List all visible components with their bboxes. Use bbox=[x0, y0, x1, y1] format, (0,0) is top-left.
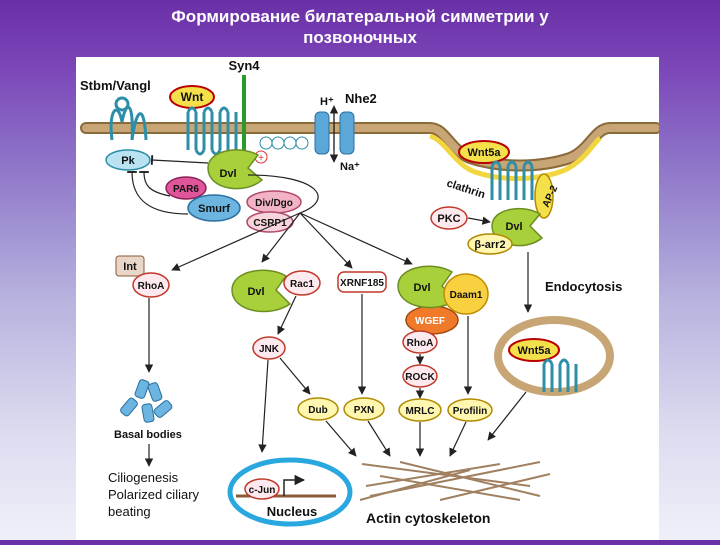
cilio-line-2: Polarized ciliary bbox=[108, 487, 200, 502]
rac1-label: Rac1 bbox=[290, 279, 314, 290]
wnt5a-top-node bbox=[458, 140, 510, 164]
hub-to-dvl-rac bbox=[261, 212, 301, 263]
title-line-1: Формирование билатеральной симметрии у bbox=[171, 7, 549, 26]
diagram-panel: Stbm/Vangl Pk Wnt Syn4 + Dvl PAR6 Smurf … bbox=[76, 57, 662, 540]
rhoa-mid-label: RhoA bbox=[407, 338, 434, 349]
pk-node bbox=[105, 149, 151, 171]
basal-bodies-icon bbox=[120, 379, 173, 423]
dvl-top-label: Dvl bbox=[219, 168, 236, 180]
wnt5a-top-label: Wnt5a bbox=[468, 147, 502, 159]
rhoa-mid-node bbox=[402, 330, 438, 354]
int-node bbox=[115, 255, 145, 277]
rhoa-left-label: RhoA bbox=[138, 281, 165, 292]
h-plus-label: H⁺ bbox=[320, 96, 334, 108]
title-line-2: позвоночных bbox=[303, 28, 417, 47]
smurf-label: Smurf bbox=[198, 203, 230, 215]
dub-to-actin bbox=[325, 420, 357, 457]
pxn-to-actin bbox=[367, 420, 391, 457]
cjun-node bbox=[244, 478, 280, 500]
profilin-to-actin bbox=[449, 421, 467, 457]
negative-charges bbox=[259, 136, 309, 150]
stbm-vangl-label: Stbm/Vangl bbox=[80, 78, 151, 93]
jnk-to-dub bbox=[279, 357, 311, 395]
xrnf185-label: XRNF185 bbox=[340, 278, 384, 289]
mrlc-node bbox=[398, 398, 442, 422]
actin-filaments bbox=[359, 461, 551, 501]
par6-node bbox=[165, 176, 207, 200]
xrnf185-node bbox=[337, 271, 387, 293]
wgef-label: WGEF bbox=[415, 316, 445, 327]
smurf-to-pk bbox=[139, 171, 171, 197]
wnt5a-vesicle-node bbox=[508, 338, 560, 362]
pxn-label: PXN bbox=[354, 405, 375, 416]
pxn-node bbox=[343, 397, 385, 421]
daam1-node bbox=[443, 273, 489, 315]
cilio-line-1: Ciliogenesis bbox=[108, 470, 179, 485]
rock-node bbox=[402, 364, 438, 388]
dvl-daam-label: Dvl bbox=[413, 282, 430, 294]
par6-smurf-to-pk bbox=[127, 171, 189, 215]
clathrin-label: clathrin bbox=[445, 177, 487, 201]
wnt-label: Wnt bbox=[181, 90, 204, 104]
frizzled-receptor bbox=[186, 106, 238, 156]
jnk-node bbox=[252, 336, 286, 360]
pkc-to-dvl bbox=[467, 216, 491, 225]
rhoa-left-node bbox=[132, 272, 170, 298]
dvl-top-node bbox=[207, 149, 264, 190]
jnk-label: JNK bbox=[259, 344, 280, 355]
smurf-node bbox=[187, 194, 241, 222]
plus-label: + bbox=[258, 153, 264, 164]
pathway-diagram: Stbm/Vangl Pk Wnt Syn4 + Dvl PAR6 Smurf … bbox=[80, 58, 662, 527]
page-title: Формирование билатеральной симметрии у п… bbox=[80, 6, 640, 48]
dvl-right-label: Dvl bbox=[505, 221, 522, 233]
wnt5a-receptor-top bbox=[490, 160, 534, 200]
ap2-node bbox=[534, 173, 554, 219]
hub-to-rhoa bbox=[171, 212, 301, 271]
na-plus-label: Na⁺ bbox=[340, 161, 360, 173]
daam1-label: Daam1 bbox=[450, 290, 483, 301]
rac1-to-jnk bbox=[277, 295, 297, 335]
par6-label: PAR6 bbox=[173, 184, 199, 195]
pkc-node bbox=[430, 206, 468, 230]
wnt5a-receptor-vesicle bbox=[542, 358, 578, 392]
dub-node bbox=[297, 397, 339, 421]
nhe2-channel bbox=[314, 111, 355, 155]
pkc-label: PKC bbox=[437, 213, 460, 225]
syn4-label: Syn4 bbox=[228, 58, 260, 73]
profilin-node bbox=[447, 398, 493, 422]
vesicle-to-actin bbox=[487, 391, 527, 441]
dvl-hub-curve bbox=[247, 174, 319, 214]
hub-to-daam bbox=[299, 212, 413, 265]
cjun-label: c-Jun bbox=[249, 485, 276, 496]
wnt5a-vesicle-label: Wnt5a bbox=[518, 345, 552, 357]
cilio-line-3: beating bbox=[108, 504, 151, 519]
csrp1-label: CSRP1 bbox=[253, 218, 287, 229]
rock-label: ROCK bbox=[405, 372, 435, 383]
basal-bodies-label: Basal bodies bbox=[114, 429, 182, 441]
dvl-inhibits-pk bbox=[150, 155, 209, 165]
dvl-mid-node bbox=[231, 269, 292, 313]
rac1-node bbox=[283, 270, 321, 296]
hub-to-xrnf bbox=[299, 212, 353, 269]
b-arr2-label: β-arr2 bbox=[474, 239, 505, 251]
actin-label: Actin cytoskeleton bbox=[366, 510, 490, 526]
dvl-mid-label: Dvl bbox=[247, 286, 264, 298]
jnk-to-nucleus bbox=[258, 359, 269, 453]
nucleus-label: Nucleus bbox=[267, 504, 318, 519]
cell-membrane bbox=[80, 122, 662, 172]
endocytic-vesicle bbox=[494, 316, 614, 396]
endocytosis-label: Endocytosis bbox=[545, 279, 622, 294]
b-arr2-node bbox=[467, 233, 513, 255]
dub-label: Dub bbox=[308, 405, 327, 416]
clathrin-coat-right bbox=[563, 136, 602, 173]
mrlc-label: MRLC bbox=[406, 406, 435, 417]
int-label: Int bbox=[123, 261, 137, 273]
stbm-vangl-receptor bbox=[109, 96, 148, 141]
nhe2-label: Nhe2 bbox=[345, 91, 377, 106]
transcription-arrow bbox=[283, 474, 306, 496]
pk-label: Pk bbox=[121, 155, 135, 167]
profilin-label: Profilin bbox=[453, 406, 487, 417]
div-dgo-label: Div/Dgo bbox=[255, 198, 293, 209]
nucleus bbox=[227, 457, 353, 527]
